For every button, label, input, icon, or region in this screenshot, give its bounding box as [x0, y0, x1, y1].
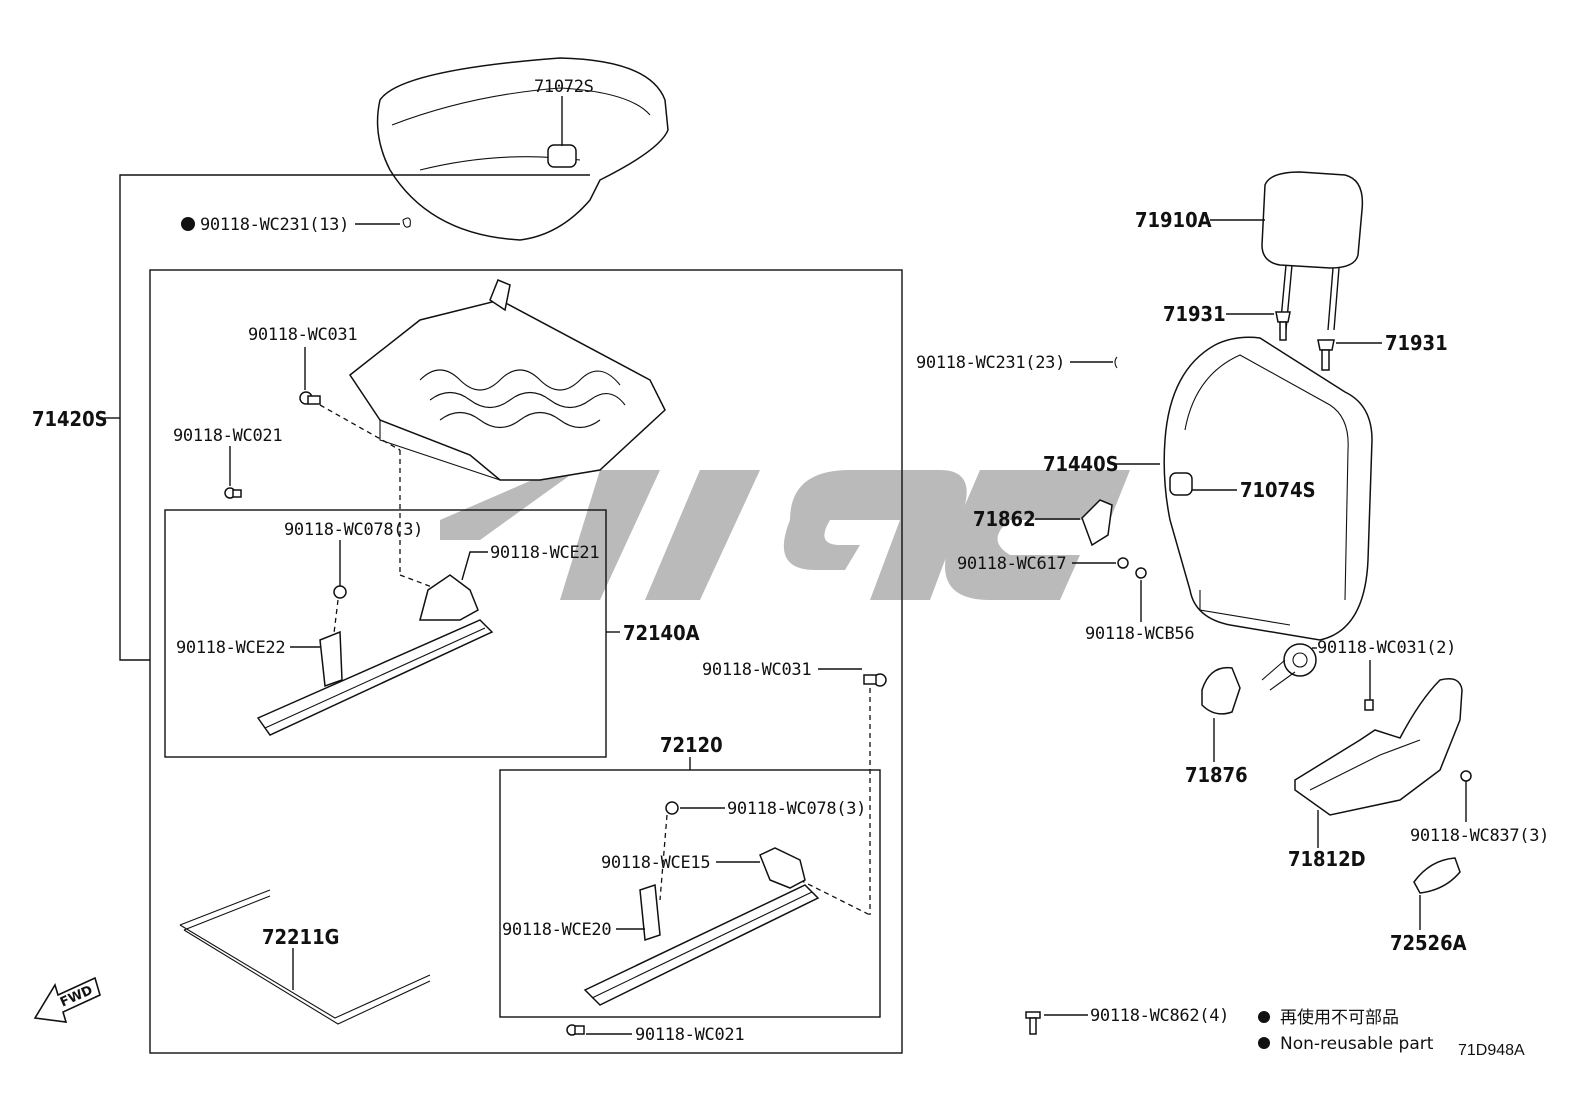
label-71931-b: 71931: [1385, 331, 1448, 355]
bolt-90118-WC031-a: [299, 391, 321, 405]
non-reusable-marker: [181, 217, 195, 231]
legend-text-jp: 再使用不可部品: [1280, 1007, 1399, 1028]
nut-90118-WCB56: [1135, 567, 1147, 579]
seat-frame-group-box: [149, 269, 903, 1054]
label-71074S: 71074S: [1240, 478, 1316, 502]
seat-back-71440S: [1163, 336, 1373, 641]
seat-cushion-pad: [376, 57, 669, 241]
recliner-mechanism: [1261, 643, 1317, 691]
legend-marker-jp: [1258, 1011, 1270, 1023]
label-90118-WCE15: 90118-WCE15: [601, 853, 710, 873]
label-90118-WC078-3-b: 90118-WC078(3): [727, 799, 866, 819]
seat-rail-72120: [583, 847, 820, 1006]
hog-ring-icon-a: [402, 217, 411, 228]
label-71812D: 71812D: [1288, 847, 1366, 871]
label-90118-WC031-b: 90118-WC031: [702, 660, 811, 680]
label-72526A: 72526A: [1390, 931, 1467, 955]
label-72120: 72120: [660, 733, 723, 757]
label-72211G: 72211G: [262, 925, 339, 949]
bolt-90118-WC021-b: [566, 1024, 585, 1036]
label-71931-a: 71931: [1163, 302, 1226, 326]
label-71910A: 71910A: [1135, 208, 1212, 232]
label-90118-WC031-2: 90118-WC031(2): [1317, 638, 1456, 658]
label-90118-WC837-3: 90118-WC837(3): [1410, 826, 1549, 846]
label-90118-WCE20: 90118-WCE20: [502, 920, 611, 940]
headrest-guide-71931-a: [1275, 311, 1291, 341]
legend-marker-en: [1258, 1037, 1270, 1049]
label-71072S: 71072S: [534, 77, 594, 97]
assembly-guide-lines: [319, 404, 871, 916]
label-90118-WC031-a: 90118-WC031: [248, 325, 357, 345]
legend: 再使用不可部品 Non-reusable part: [1258, 1007, 1434, 1054]
bolt-90118-WC021-a: [224, 487, 242, 499]
bolt-90118-WC837: [1460, 770, 1472, 782]
label-90118-WCE21: 90118-WCE21: [490, 543, 599, 563]
bolt-90118-WC031-b: [863, 673, 887, 687]
label-72140A: 72140A: [623, 621, 700, 645]
label-90118-WC231-23: 90118-WC231(23): [916, 353, 1065, 373]
headrest-guide-71931-b: [1317, 339, 1335, 371]
label-90118-WCB56: 90118-WCB56: [1085, 624, 1194, 644]
label-71862: 71862: [973, 507, 1036, 531]
nut-90118-WC078-b: [665, 801, 679, 815]
diagram-code: 71D948A: [1458, 1042, 1525, 1059]
seat-shield-71812D: [1294, 678, 1463, 816]
hog-ring-icon: [1114, 356, 1118, 369]
assembly-bracket-71420S: [104, 174, 590, 661]
label-90118-WC021-a: 90118-WC021: [173, 426, 282, 446]
label-71876: 71876: [1185, 763, 1248, 787]
label-90118-WC862-4: 90118-WC862(4): [1090, 1006, 1229, 1026]
legend-text-en: Non-reusable part: [1280, 1034, 1434, 1054]
watermark-logo: [440, 468, 1130, 600]
nut-90118-WC617: [1117, 557, 1129, 569]
headrest-71910A: [1261, 171, 1364, 331]
cap-72526A: [1413, 857, 1461, 894]
label-90118-WCE22: 90118-WCE22: [176, 638, 285, 658]
wire-72211G: [179, 889, 431, 1025]
label-90118-WC231-13: 90118-WC231(13): [200, 215, 349, 235]
rail-group-box-72140A: [164, 509, 607, 758]
seat-frame: [348, 279, 666, 481]
label-90118-WC021-b: 90118-WC021: [635, 1025, 744, 1045]
label-90118-WC617: 90118-WC617: [957, 554, 1066, 574]
label-90118-WC078-3-a: 90118-WC078(3): [284, 520, 423, 540]
label-71440S: 71440S: [1043, 452, 1119, 476]
bolt-90118-WC031-2: [1364, 699, 1374, 711]
nut-90118-WC078-a: [333, 585, 347, 599]
seat-rail-72140A: [256, 574, 494, 736]
label-71420S: 71420S: [32, 407, 108, 431]
screw-90118-WC862: [1025, 1011, 1041, 1035]
clip-71862: [1081, 499, 1113, 547]
fwd-arrow-icon: FWD: [33, 976, 101, 1023]
recliner-cover-71876: [1201, 666, 1241, 715]
